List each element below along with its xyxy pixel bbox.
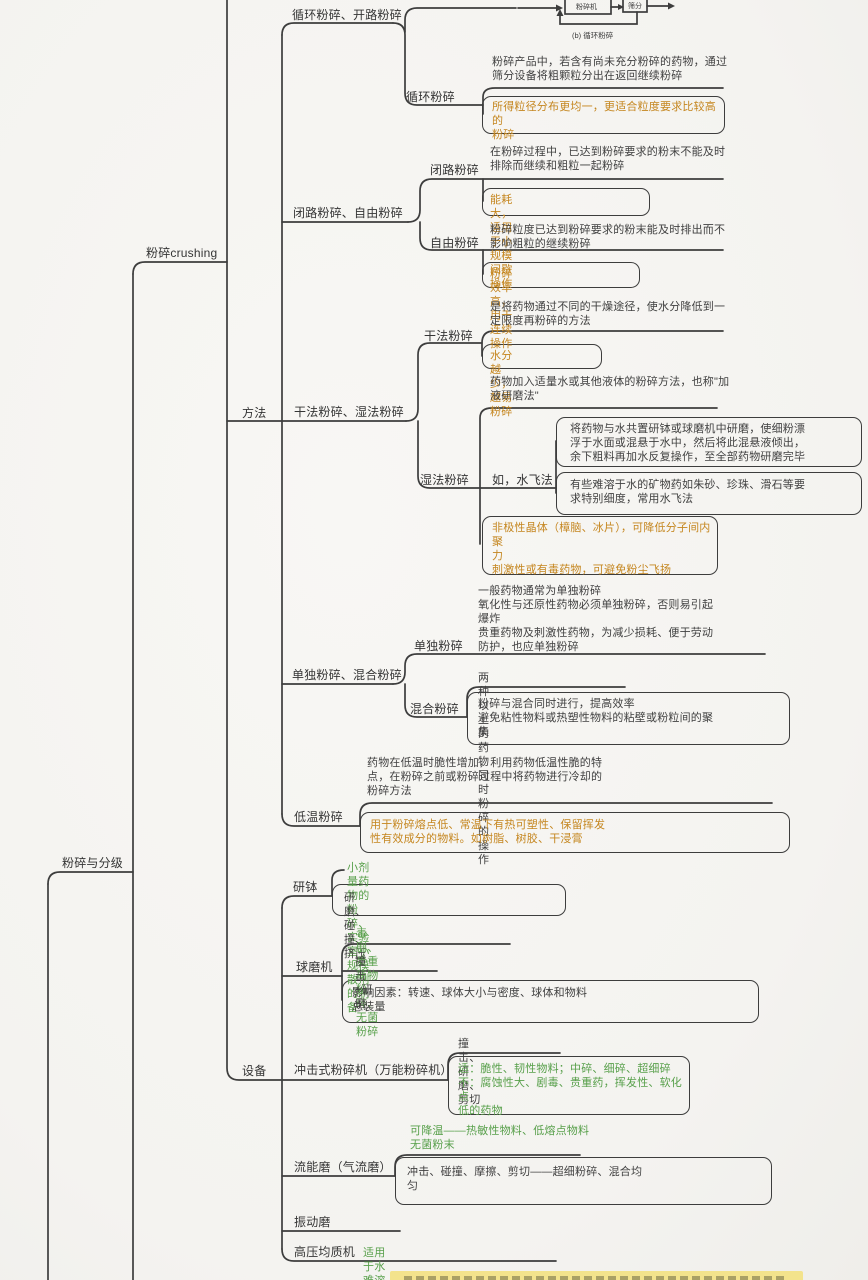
elbow-ballmill-tip [341, 943, 511, 977]
mixed-def2[interactable]: 粉碎与混合同时进行，提高效率 避免粘性物料或热塑性物料的粘壁或粉粒间的聚 集 [478, 698, 714, 738]
mixed-def1[interactable]: 两种以上的药物同时粉碎的操作 [478, 672, 490, 866]
box-impact-note [448, 1056, 690, 1115]
elbow-free [419, 221, 724, 251]
flow-caption: (b) 循环粉碎 [572, 30, 614, 40]
jetmill-label[interactable]: 流能磨（气流磨） [294, 1160, 392, 1174]
single-label[interactable]: 单独粉碎 [414, 639, 463, 653]
elbow-dry [405, 342, 483, 422]
dry-note[interactable]: 水分越少，越易粉碎 [490, 350, 513, 418]
elbow-flowsheet [404, 7, 517, 33]
mortar-def[interactable]: 研磨、碰撞、挤压 [344, 892, 367, 960]
impact-label[interactable]: 冲击式粉碎机（万能粉碎机） [294, 1063, 453, 1077]
wet-note[interactable]: 非极性晶体（樟脑、冰片），可降低分子间内聚 力 刺激性或有毒药物，可避免粉尘飞扬 [492, 522, 711, 576]
box-free-note [482, 262, 640, 288]
crushing-label[interactable]: 粉碎crushing [146, 246, 218, 260]
rail-method-bottom [281, 813, 361, 827]
highlighted-topic-clipped[interactable] [390, 1271, 803, 1280]
box-dry-note [482, 344, 602, 369]
lowtemp-def[interactable]: 药物在低温时脆性增加，利用药物低温性脆的特 点，在粉碎之前或粉碎过程中将药物进行… [367, 757, 603, 797]
elbow-single [392, 653, 766, 685]
wet-label[interactable]: 湿法粉碎 [420, 473, 469, 487]
vibmill-label[interactable]: 振动磨 [294, 1215, 331, 1229]
box-shuifei-def2 [556, 472, 862, 515]
underline-crushing [132, 261, 228, 275]
flow-sieve-label: 筛分 [628, 1, 642, 10]
elbow-wet [417, 420, 557, 489]
mixed-label[interactable]: 混合粉碎 [410, 702, 459, 716]
ballmill-label[interactable]: 球磨机 [296, 960, 333, 974]
box-lowtemp-note [360, 812, 790, 853]
elbow-closed [407, 178, 724, 223]
impact-note[interactable]: 适：脆性、韧性物料；中碎、细碎、超细碎 不：腐蚀性大、剧毒、贵重药，挥发性、软化… [458, 1063, 682, 1117]
flow-crusher-box [564, 0, 612, 15]
rail-equip-top [281, 895, 333, 909]
jetmill-def[interactable]: 冲击、碰撞、摩擦、剪切——超细粉碎、混合均 匀 [407, 1166, 643, 1192]
box-closed-note [482, 188, 650, 216]
wet-def[interactable]: 药物加入适量水或其他液体的粉碎方法，也称"加 液研磨法" [490, 376, 730, 402]
dry-wet-label[interactable]: 干法粉碎、湿法粉碎 [294, 405, 404, 419]
shuifei-def2[interactable]: 有些难溶于水的矿物药如朱砂、珍珠、滑石等要 求特别细度，常用水飞法 [570, 479, 806, 505]
ballmill-def2[interactable]: 影响因素：转速、球体大小与密度、球体和物料 总装量 [352, 987, 588, 1013]
equipment-label[interactable]: 设备 [242, 1064, 267, 1078]
closed-def[interactable]: 在粉碎过程中，已达到粉碎要求的粉末不能及时 排除而继续和粗粒一起粉碎 [490, 146, 726, 172]
dry-label[interactable]: 干法粉碎 [424, 329, 473, 343]
box-mixed-def2 [467, 692, 790, 745]
underline-root [47, 871, 134, 885]
box-shuifei-def1 [556, 417, 862, 467]
elbow-dry-def [481, 330, 724, 357]
box-wet-note [482, 516, 718, 575]
free-def[interactable]: 粉碎粒度已达到粉碎要求的粉末能及时排出而不 影响粗粒的继续粉碎 [490, 224, 726, 250]
shuifei-label[interactable]: 如，水飞法 [492, 473, 554, 487]
rail-equip-bottom [281, 1248, 557, 1262]
dry-def[interactable]: 是将药物通过不同的干燥途径，使水分降低到一 定限度再粉碎的方法 [490, 301, 726, 327]
elbow-wet-def [479, 407, 718, 489]
elbow-lowtemp-def [359, 802, 773, 827]
mortar-tip[interactable]: 小剂量药物的粉碎、实验室小规模散剂的制备 [347, 862, 370, 1014]
closed-label[interactable]: 闭路粉碎 [430, 163, 479, 177]
impact-def1[interactable]: 撞击、研磨、剪切 [458, 1038, 481, 1106]
cycle-def[interactable]: 粉碎产品中，若含有尚未充分粉碎的药物，通过 筛分设备将粗颗粒分出在返回继续粉碎 [492, 56, 728, 82]
rail-crushing-children [226, 0, 449, 1081]
ballmill-tip[interactable]: 毒剧、贵重药物粉碎、无菌粉碎 [356, 928, 379, 1038]
elbow-mixed [404, 683, 468, 718]
flow-loop [559, 11, 638, 25]
flow-crusher-label: 粉碎机 [576, 2, 597, 11]
root-label[interactable]: 粉碎与分级 [62, 856, 124, 870]
closed-note[interactable]: 能耗大，适用于小规模间歇操作 [490, 194, 513, 290]
closed-free-label[interactable]: 闭路粉碎、自由粉碎 [293, 206, 403, 220]
cycle-open-label[interactable]: 循环粉碎、开路粉碎 [292, 8, 402, 22]
flow-sieve-box [622, 0, 648, 13]
free-note[interactable]: 粉碎效率高，用于连续操作 [490, 268, 513, 350]
elbow-cycle-def [482, 87, 724, 115]
single-def[interactable]: 一般药物通常为单独粉碎 氧化性与还原性药物必须单独粉碎，否则易引起 爆炸 贵重药… [478, 585, 714, 653]
shuifei-def1[interactable]: 将药物与水共置研钵或球磨机中研磨，使细粉漂 浮于水面或混悬于水中，然后将此混悬液… [570, 423, 806, 463]
box-cycle-note [482, 96, 725, 134]
lowtemp-note[interactable]: 用于粉碎熔点低、常温下有热可塑性、保留挥发 性有效成分的物料。如树脂、树胶、干浸… [370, 819, 606, 845]
homogenizer-tip[interactable]: 适用于水难溶性，水、有机溶解性均不理想的 [363, 1247, 386, 1280]
box-ballmill-def2 [342, 980, 759, 1023]
flow-arrow-in [556, 4, 563, 12]
single-mixed-label[interactable]: 单独粉碎、混合粉碎 [292, 668, 402, 682]
method-label[interactable]: 方法 [242, 406, 267, 420]
mortar-label[interactable]: 研钵 [293, 880, 318, 894]
free-label[interactable]: 自由粉碎 [430, 236, 479, 250]
lowtemp-label[interactable]: 低温粉碎 [294, 810, 343, 824]
homogenizer-label[interactable]: 高压均质机 [294, 1245, 356, 1259]
elbow-cycle [392, 22, 484, 106]
rail-method-top [281, 22, 394, 36]
elbow-mortar-tip [331, 869, 345, 897]
box-mortar-def [332, 884, 566, 916]
cycle-note[interactable]: 所得粒径分布更均一，更适合粒度要求比较高的 粉碎 [492, 101, 716, 141]
cycle-label[interactable]: 循环粉碎 [406, 90, 455, 104]
flow-arrow-return [556, 9, 564, 16]
flow-arrow-out [668, 2, 675, 10]
ballmill-def1[interactable]: 撞击+研磨 [355, 956, 373, 1010]
clipped-text-fragment [404, 1276, 784, 1280]
jetmill-tip[interactable]: 可降温——热敏性物料、低熔点物料 无菌粉末 [410, 1125, 590, 1151]
box-jetmill-def [395, 1157, 772, 1205]
flow-arrow-mid [618, 4, 624, 10]
